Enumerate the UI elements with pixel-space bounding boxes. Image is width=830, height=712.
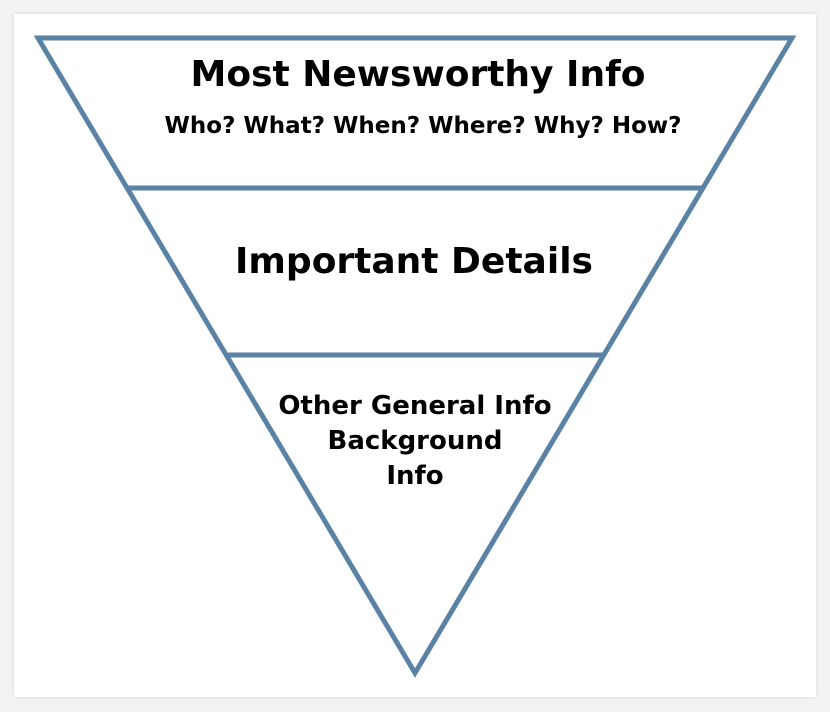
tier-3-line-3: Info xyxy=(386,461,443,491)
tier-2-title: Important Details xyxy=(235,241,593,282)
tier-3-line-1: Other General Info xyxy=(278,391,551,421)
tier-1-title: Most Newsworthy Info xyxy=(191,54,646,95)
pyramid-outline xyxy=(33,35,797,678)
tier-1-subtitle: Who? What? When? Where? Why? How? xyxy=(165,113,682,139)
tier-3-line-2: Background xyxy=(328,426,503,456)
